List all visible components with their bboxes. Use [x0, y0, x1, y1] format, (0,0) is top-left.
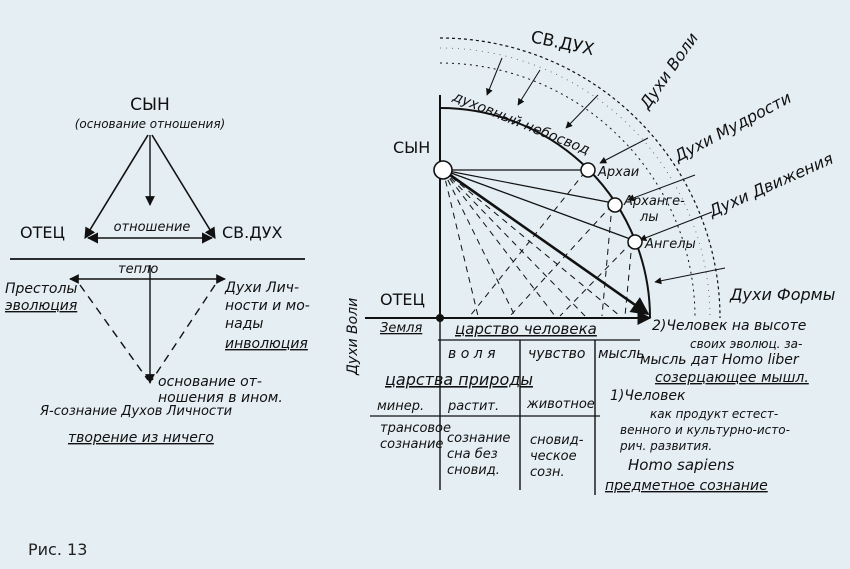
- left-warmth: тепло: [118, 262, 158, 277]
- left-spirits-1: Духи Лич-: [224, 280, 299, 296]
- left-involution: инволюция: [225, 336, 308, 352]
- man2-line1: 2)Человек на высоте: [652, 318, 806, 334]
- left-spirits-3: нады: [225, 316, 263, 332]
- archangels-node: [607, 197, 623, 213]
- left-relation: отношение: [114, 220, 191, 235]
- dashed-rays: [442, 169, 633, 317]
- left-creation: творение из ничего: [68, 430, 214, 446]
- radial-arrow: [627, 174, 696, 202]
- triangle-right-edge: [151, 134, 216, 239]
- left-base-2: ношения в ином.: [158, 390, 283, 406]
- radial-arrow: [486, 57, 503, 96]
- archangels-label-2: лы: [639, 210, 659, 225]
- dream-1: сновид-: [530, 433, 584, 448]
- trance-2: сознание: [380, 437, 443, 452]
- dream-3: созн.: [530, 465, 565, 480]
- man1-line3: венного и культурно-исто-: [620, 423, 790, 437]
- triangle-left-edge: [84, 134, 149, 239]
- man2-line3: мысль дат Homo liber: [640, 352, 800, 368]
- left-holy-spirit: СВ.ДУХ: [222, 223, 282, 242]
- thought-label: мысль: [598, 346, 645, 362]
- plant-label: растит.: [447, 399, 499, 414]
- left-father: ОТЕЦ: [20, 223, 65, 242]
- kingdom-man-label: царство человека: [455, 320, 597, 338]
- right-father: ОТЕЦ: [380, 290, 425, 309]
- left-son-sub: (основание отношения): [75, 117, 226, 131]
- angels-label: Ангелы: [644, 237, 696, 252]
- left-self-consciousness: Я-сознание Духов Личности: [39, 404, 232, 419]
- main-diagonal: [442, 168, 650, 316]
- sleep-1: сознание: [447, 431, 510, 446]
- man1-line2: как продукт естест-: [650, 407, 778, 421]
- earth-label: Земля: [380, 321, 422, 336]
- archangels-label-1: Арханге-: [623, 194, 685, 209]
- inverted-right-edge: [151, 284, 216, 381]
- son-to-archangels: [442, 169, 614, 204]
- homo-sapiens: Homo sapiens: [628, 456, 734, 474]
- left-spirits-2: ности и мо-: [225, 298, 310, 314]
- right-diagram: СВ.ДУХ духовный небосвод СЫН Архаи Архан…: [345, 27, 836, 495]
- man2-line4: созерцающее мышл.: [655, 370, 809, 386]
- right-son: СЫН: [393, 138, 430, 157]
- dream-2: ческое: [530, 449, 577, 464]
- son-node: [433, 160, 453, 180]
- radial-arrow: [654, 267, 726, 285]
- feeling-label: чувство: [528, 346, 585, 362]
- archai-node: [580, 162, 596, 178]
- animal-label: животное: [526, 397, 595, 412]
- radial-arrow: [565, 94, 599, 129]
- object-consciousness: предметное сознание: [605, 478, 768, 494]
- spirits-motion-label: Духи Движения: [705, 149, 836, 221]
- archai-label: Архаи: [597, 165, 639, 180]
- will-label: в о л я: [448, 346, 496, 362]
- man2-line2: своих эволюц. за-: [690, 337, 802, 351]
- son-to-angels: [442, 169, 634, 241]
- left-evolution: эволюция: [5, 298, 77, 314]
- man1-line4: рич. развития.: [619, 439, 712, 453]
- radial-arrow: [599, 137, 649, 164]
- trance-1: трансовое: [380, 421, 451, 436]
- sleep-3: сновид.: [447, 463, 500, 478]
- figure-caption: Рис. 13: [28, 540, 88, 559]
- sleep-2: сна без: [447, 447, 498, 462]
- spirits-form-label: Духи Формы: [729, 285, 835, 304]
- mineral-label: минер.: [377, 399, 424, 414]
- outer-arc-3: [439, 47, 711, 319]
- left-son: СЫН: [130, 95, 170, 115]
- left-thrones: Престолы: [5, 281, 77, 297]
- spirits-will-vertical: Духи Воли: [345, 298, 361, 376]
- left-diagram: СЫН (основание отношения) отношение ОТЕЦ…: [5, 95, 310, 446]
- left-base-1: основание от-: [158, 374, 262, 390]
- inverted-left-edge: [79, 284, 149, 381]
- radial-arrow: [639, 211, 713, 241]
- holy-spirit-arc-label: СВ.ДУХ: [529, 27, 596, 60]
- spirits-wisdom-label: Духи Мудрости: [670, 88, 794, 166]
- outer-arc-2: [439, 62, 696, 319]
- angels-node: [627, 234, 643, 250]
- radial-arrow: [517, 69, 541, 106]
- kingdoms-nature-label: царства природы: [385, 370, 533, 389]
- spirits-will-label: Духи Воли: [635, 29, 702, 113]
- man1-line1: 1)Человек: [610, 388, 686, 404]
